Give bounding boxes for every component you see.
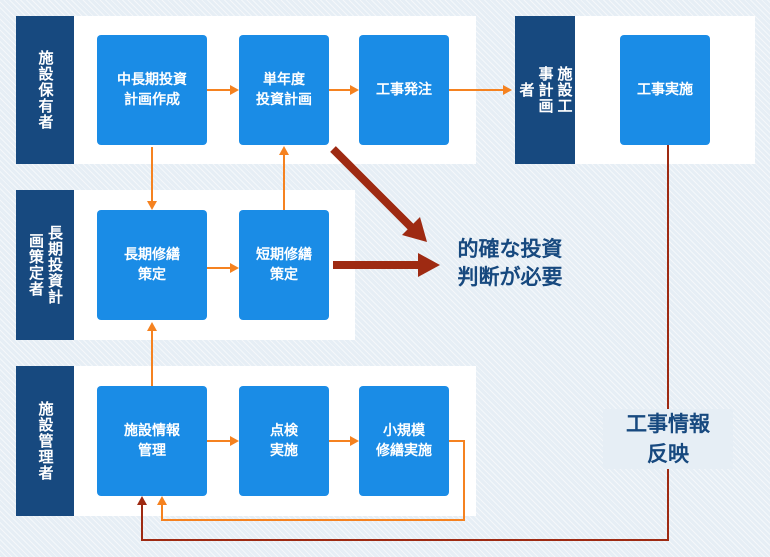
owner-side-label: 施設保有者 bbox=[16, 16, 74, 164]
construction-box: 工事実施 bbox=[620, 35, 710, 145]
owner-label-text: 施設保有者 bbox=[36, 50, 55, 130]
builder-side-label: 施設工事計画者 bbox=[515, 16, 575, 164]
small-repair-box: 小規模 修繕実施 bbox=[359, 386, 449, 496]
planner-side-label: 長期投資計画策定者 bbox=[16, 190, 74, 340]
manager-label-text: 施設管理者 bbox=[36, 401, 55, 481]
short-term-repair-box: 短期修繕 策定 bbox=[239, 210, 329, 320]
inspection-box: 点検 実施 bbox=[239, 386, 329, 496]
long-term-repair-box: 長期修繕 策定 bbox=[97, 210, 207, 320]
annual-plan-box: 単年度 投資計画 bbox=[239, 35, 329, 145]
facility-info-box: 施設情報 管理 bbox=[97, 386, 207, 496]
order-box: 工事発注 bbox=[359, 35, 449, 145]
feedback-arrowhead bbox=[137, 496, 147, 505]
feedback-callout: 工事情報 反映 bbox=[603, 409, 733, 469]
long-term-plan-box: 中長期投資 計画作成 bbox=[97, 35, 207, 145]
decision-callout: 的確な投資 判断が必要 bbox=[457, 237, 563, 289]
builder-label-text: 施設工事計画者 bbox=[517, 66, 574, 114]
manager-side-label: 施設管理者 bbox=[16, 366, 74, 516]
planner-label-text: 長期投資計画策定者 bbox=[27, 225, 64, 305]
